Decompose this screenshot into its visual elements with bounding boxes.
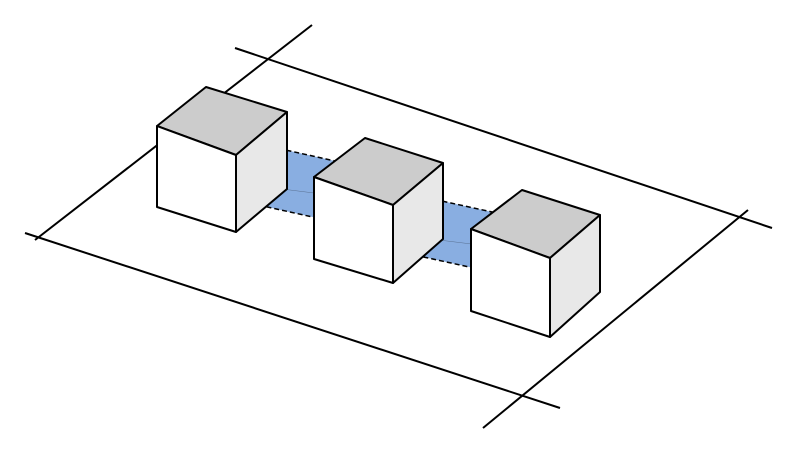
ground-line-front [24,232,561,409]
ground-line-back [234,47,773,229]
ground-line-right [482,209,749,429]
cube-2 [313,137,444,284]
cube-1 [156,86,288,233]
cube-2-front [313,176,394,284]
cube-1-front [156,125,237,233]
cube-3 [470,189,601,338]
cube-3-front [470,228,551,338]
